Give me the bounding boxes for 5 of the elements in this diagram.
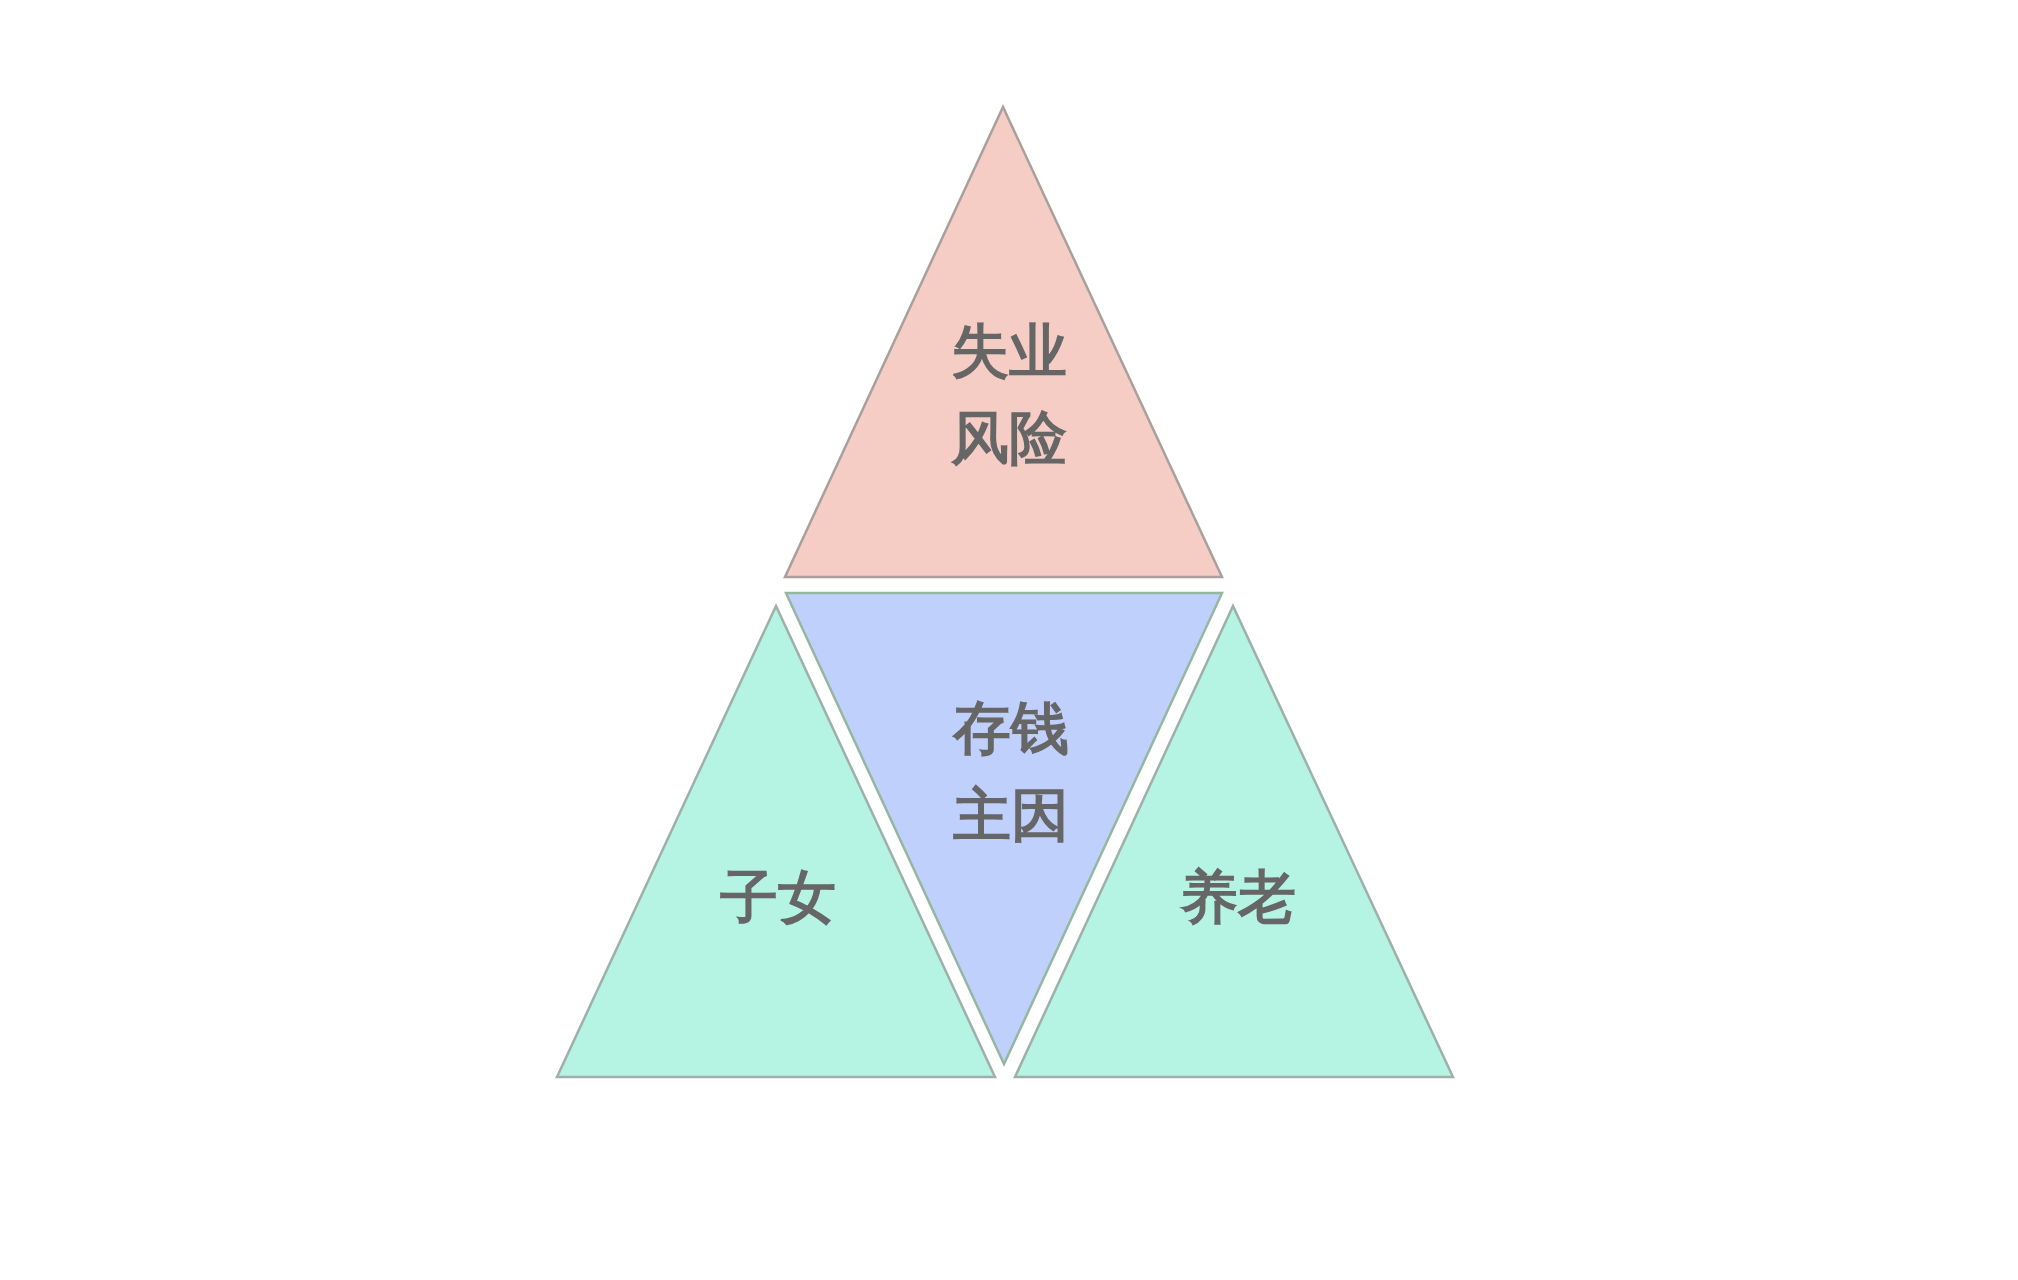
label: 失业风险 bbox=[950, 316, 1068, 474]
triangle bbox=[785, 107, 1222, 577]
label: 养老 bbox=[1178, 861, 1297, 933]
label: 子女 bbox=[719, 861, 837, 933]
label: 存钱主因 bbox=[951, 693, 1070, 851]
